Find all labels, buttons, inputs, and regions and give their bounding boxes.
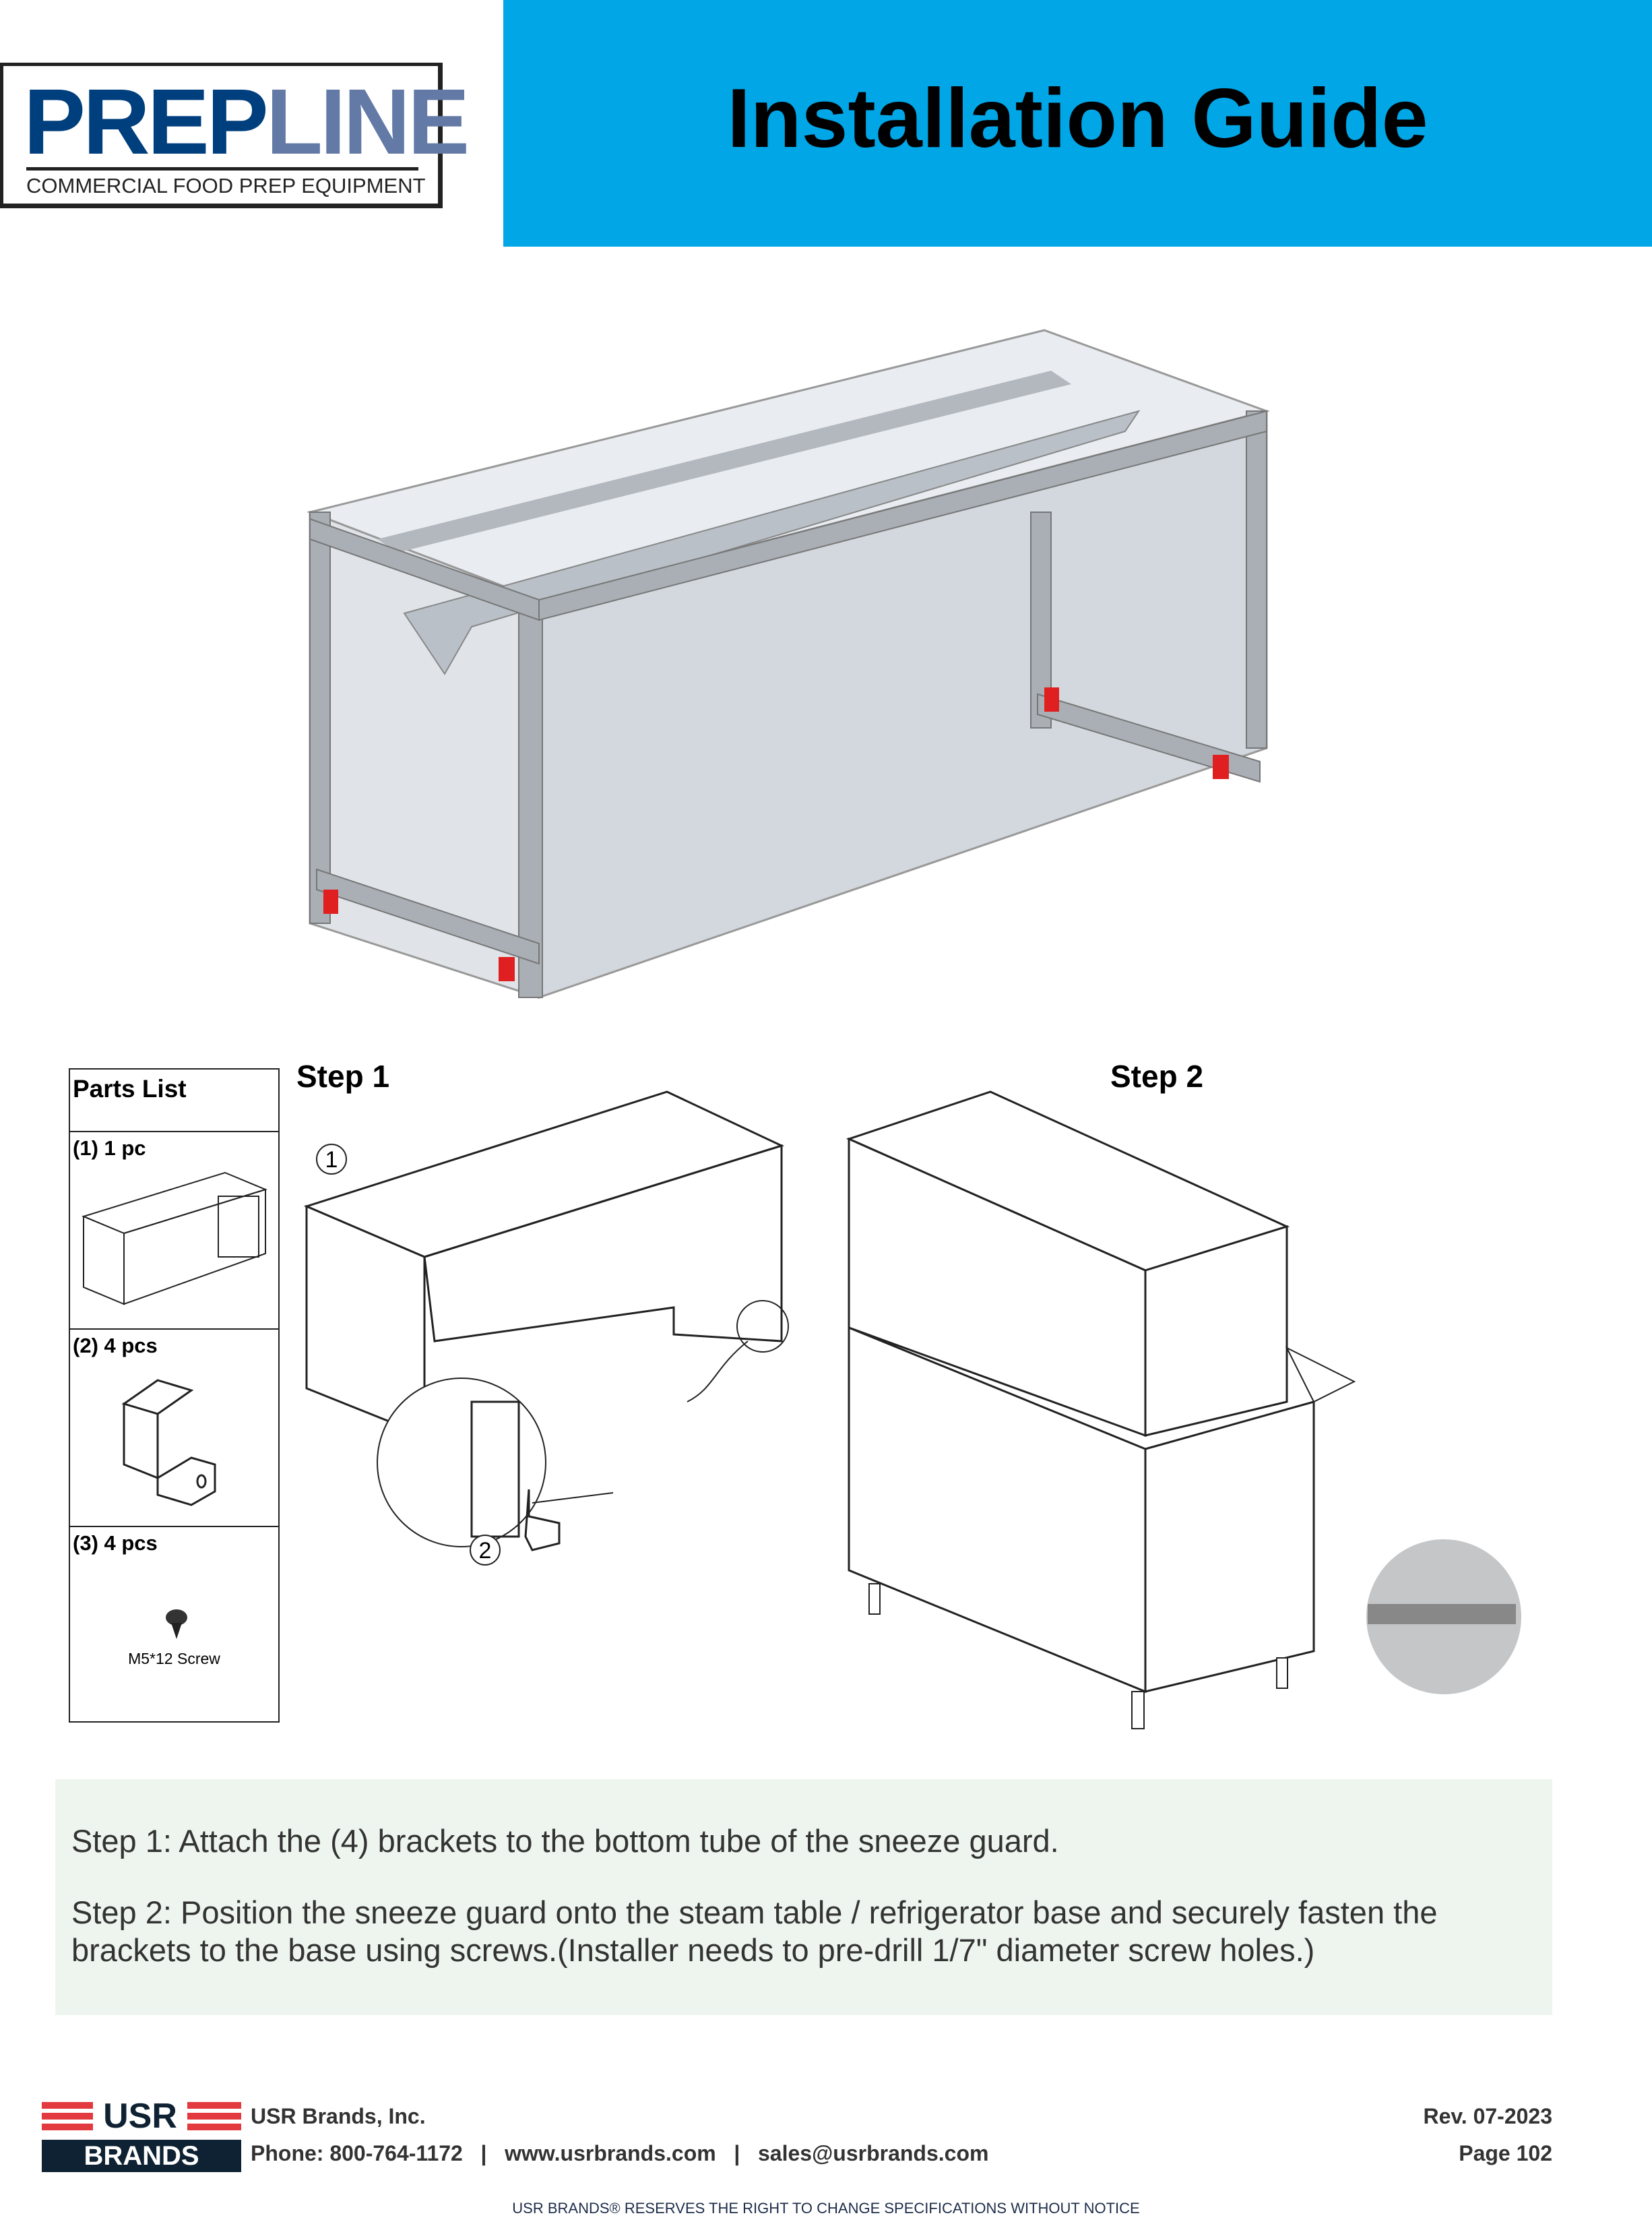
parts-list-title: Parts List <box>73 1075 187 1103</box>
parts-item-label: (2) 4 pcs <box>73 1334 158 1357</box>
sneeze-guard-frame-icon <box>82 1171 267 1305</box>
contact-line: Phone: 800-764-1172 | www.usrbrands.com … <box>251 2141 988 2166</box>
phone: Phone: 800-764-1172 <box>251 2141 463 2165</box>
header-banner <box>503 0 1652 247</box>
page-number: Page 102 <box>1459 2141 1552 2165</box>
screw-icon <box>166 1609 187 1639</box>
callout-1: 1 <box>325 1147 338 1173</box>
separator: | <box>480 2141 487 2165</box>
prepline-logo: PREPLINE COMMERCIAL FOOD PREP EQUIPMENT <box>0 63 470 208</box>
step2-instruction: Step 2: Position the sneeze guard onto t… <box>71 1894 1438 1968</box>
logo-brands: BRANDS <box>42 2140 241 2172</box>
revision: Rev. 07-2023 <box>1423 2104 1552 2128</box>
parts-item: (1) 1 pc <box>70 1131 278 1328</box>
step2-label: Step 2 <box>1110 1059 1204 1094</box>
step1-instruction: Step 1: Attach the (4) brackets to the b… <box>71 1823 1059 1859</box>
website-link[interactable]: www.usrbrands.com <box>505 2141 716 2165</box>
sneeze-guard-illustration <box>306 329 1271 999</box>
step1-label: Step 1 <box>296 1059 390 1094</box>
disclaimer: USR BRANDS® RESERVES THE RIGHT TO CHANGE… <box>512 2200 1140 2217</box>
parts-item-label: (3) 4 pcs <box>73 1531 158 1555</box>
company-name: USR Brands, Inc. <box>251 2104 426 2128</box>
screw-caption: M5*12 Screw <box>128 1650 220 1667</box>
parts-item-label: (1) 1 pc <box>73 1136 146 1160</box>
usr-brands-logo: USR BRANDS <box>42 2098 241 2173</box>
page-title: Installation Guide <box>727 72 1428 165</box>
separator: | <box>734 2141 740 2165</box>
logo-usr: USR <box>93 2098 187 2134</box>
email-link[interactable]: sales@usrbrands.com <box>757 2141 989 2165</box>
logo-tagline: COMMERCIAL FOOD PREP EQUIPMENT <box>26 174 426 197</box>
callout-2: 2 <box>479 1538 492 1564</box>
instructions-box: Step 1: Attach the (4) brackets to the b… <box>55 1779 1552 2015</box>
step1-diagram: 1 2 <box>303 1090 789 1566</box>
parts-item: (2) 4 pcs <box>70 1328 278 1526</box>
step2-diagram <box>846 1090 1521 1729</box>
parts-item: (3) 4 pcs M5*12 Screw <box>70 1526 278 1723</box>
logo-line: LINE <box>265 70 470 174</box>
logo-prep: PREP <box>24 70 269 174</box>
parts-list: Parts List (1) 1 pc (2) 4 pcs (3) 4 pcs … <box>69 1068 280 1723</box>
logo-rule <box>26 167 418 171</box>
bracket-icon <box>121 1379 216 1506</box>
